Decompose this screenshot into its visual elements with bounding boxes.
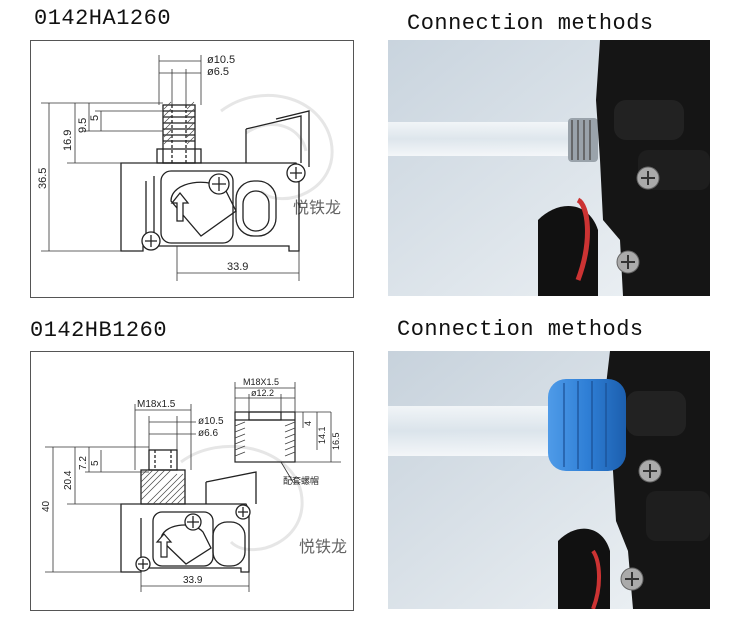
watermark-text: 悦铁龙 [299,538,347,556]
fitting-hatching [140,469,186,505]
dim-h3-a: 5 [89,115,101,121]
screw-icon [616,166,660,274]
blue-cap-nut [548,379,626,471]
model-title-a: 0142HA1260 [34,6,172,31]
dim-cap-bore: ø12.2 [251,388,274,398]
technical-drawing-b: 悦铁龙 [41,377,347,592]
dim-d-outer-b: ø10.5 [198,416,224,427]
cap-nut-note: 配套螺帽 [283,475,319,486]
dim-d-inner-b: ø6.6 [198,428,218,439]
drawing-panel-b: 悦铁龙 [30,351,354,611]
watermark-text: 悦铁龙 [293,199,341,217]
dim-height-b: 40 [41,500,52,512]
hose-clamp-icon [568,118,598,162]
watermark-logo [180,445,304,552]
hose [388,122,588,156]
connection-photo-b [388,351,710,609]
model-title-b: 0142HB1260 [30,318,168,343]
dim-width-b: 33.9 [183,575,203,586]
connection-title-b: Connection methods [397,317,644,342]
dim-h2-b: 7.2 [78,456,89,470]
dimension-lines-b [45,382,341,592]
dimension-lines-a [41,55,300,281]
dim-cap-h2: 14.1 [317,426,327,444]
dim-thread-b: M18x1.5 [137,399,176,410]
dim-cap-h3: 16.5 [331,432,341,450]
technical-drawing-a: 悦铁龙 [37,54,341,281]
dim-h3-b: 5 [90,460,101,466]
flow-arrow-icon [170,191,190,222]
hose [388,406,563,456]
connection-photo-a [388,40,710,296]
dim-height-a: 36.5 [37,168,49,189]
pump-outline [120,104,310,252]
photo-illustration-a [388,40,710,296]
watermark-logo [220,94,334,201]
connection-title-a: Connection methods [407,11,654,36]
barb-hatching [163,101,195,145]
dim-cap-h1: 4 [303,421,313,426]
dim-cap-thread: M18X1.5 [243,377,279,387]
dim-h2-a: 9.5 [77,118,89,133]
photo-illustration-b [388,351,710,609]
dim-d-inner-a: ø6.5 [207,66,229,78]
screw-icon [135,504,251,572]
drawing-panel-a: 悦铁龙 [30,40,354,298]
dim-width-a: 33.9 [227,261,248,273]
dim-d-outer-a: ø10.5 [207,54,235,66]
cap-nut-hatching [234,421,296,457]
dim-h1-a: 16.9 [62,130,74,151]
screw-icon [141,163,306,251]
dim-h1-b: 20.4 [63,470,74,490]
screw-icon [620,459,662,591]
cap-nut-drawing [234,411,296,463]
flow-arrow-icon [155,533,173,558]
